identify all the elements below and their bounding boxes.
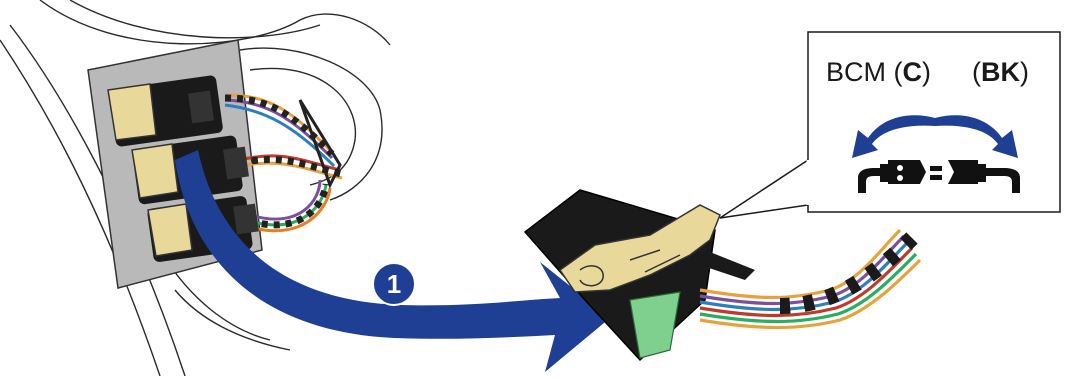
terminal-block — [629, 291, 681, 359]
color-code-label: (BK) — [972, 57, 1029, 87]
cable-ties — [224, 94, 342, 229]
module-label: BCM (C) — [826, 57, 931, 87]
disconnect-connector-icon — [858, 160, 1020, 193]
callout-pointer — [719, 158, 809, 219]
connector-stack — [107, 75, 259, 262]
vehicle-body-outline — [0, 0, 391, 377]
connector-a — [107, 75, 223, 147]
double-curved-arrow-icon — [852, 115, 1018, 158]
detached-connector — [523, 189, 755, 362]
removal-arrow — [175, 150, 610, 372]
harness-tape — [779, 232, 918, 314]
harness-clip — [298, 99, 342, 189]
wire-harness-detached — [699, 228, 922, 330]
locking-lever — [558, 204, 721, 293]
step-number-badge: 1 — [372, 262, 416, 306]
